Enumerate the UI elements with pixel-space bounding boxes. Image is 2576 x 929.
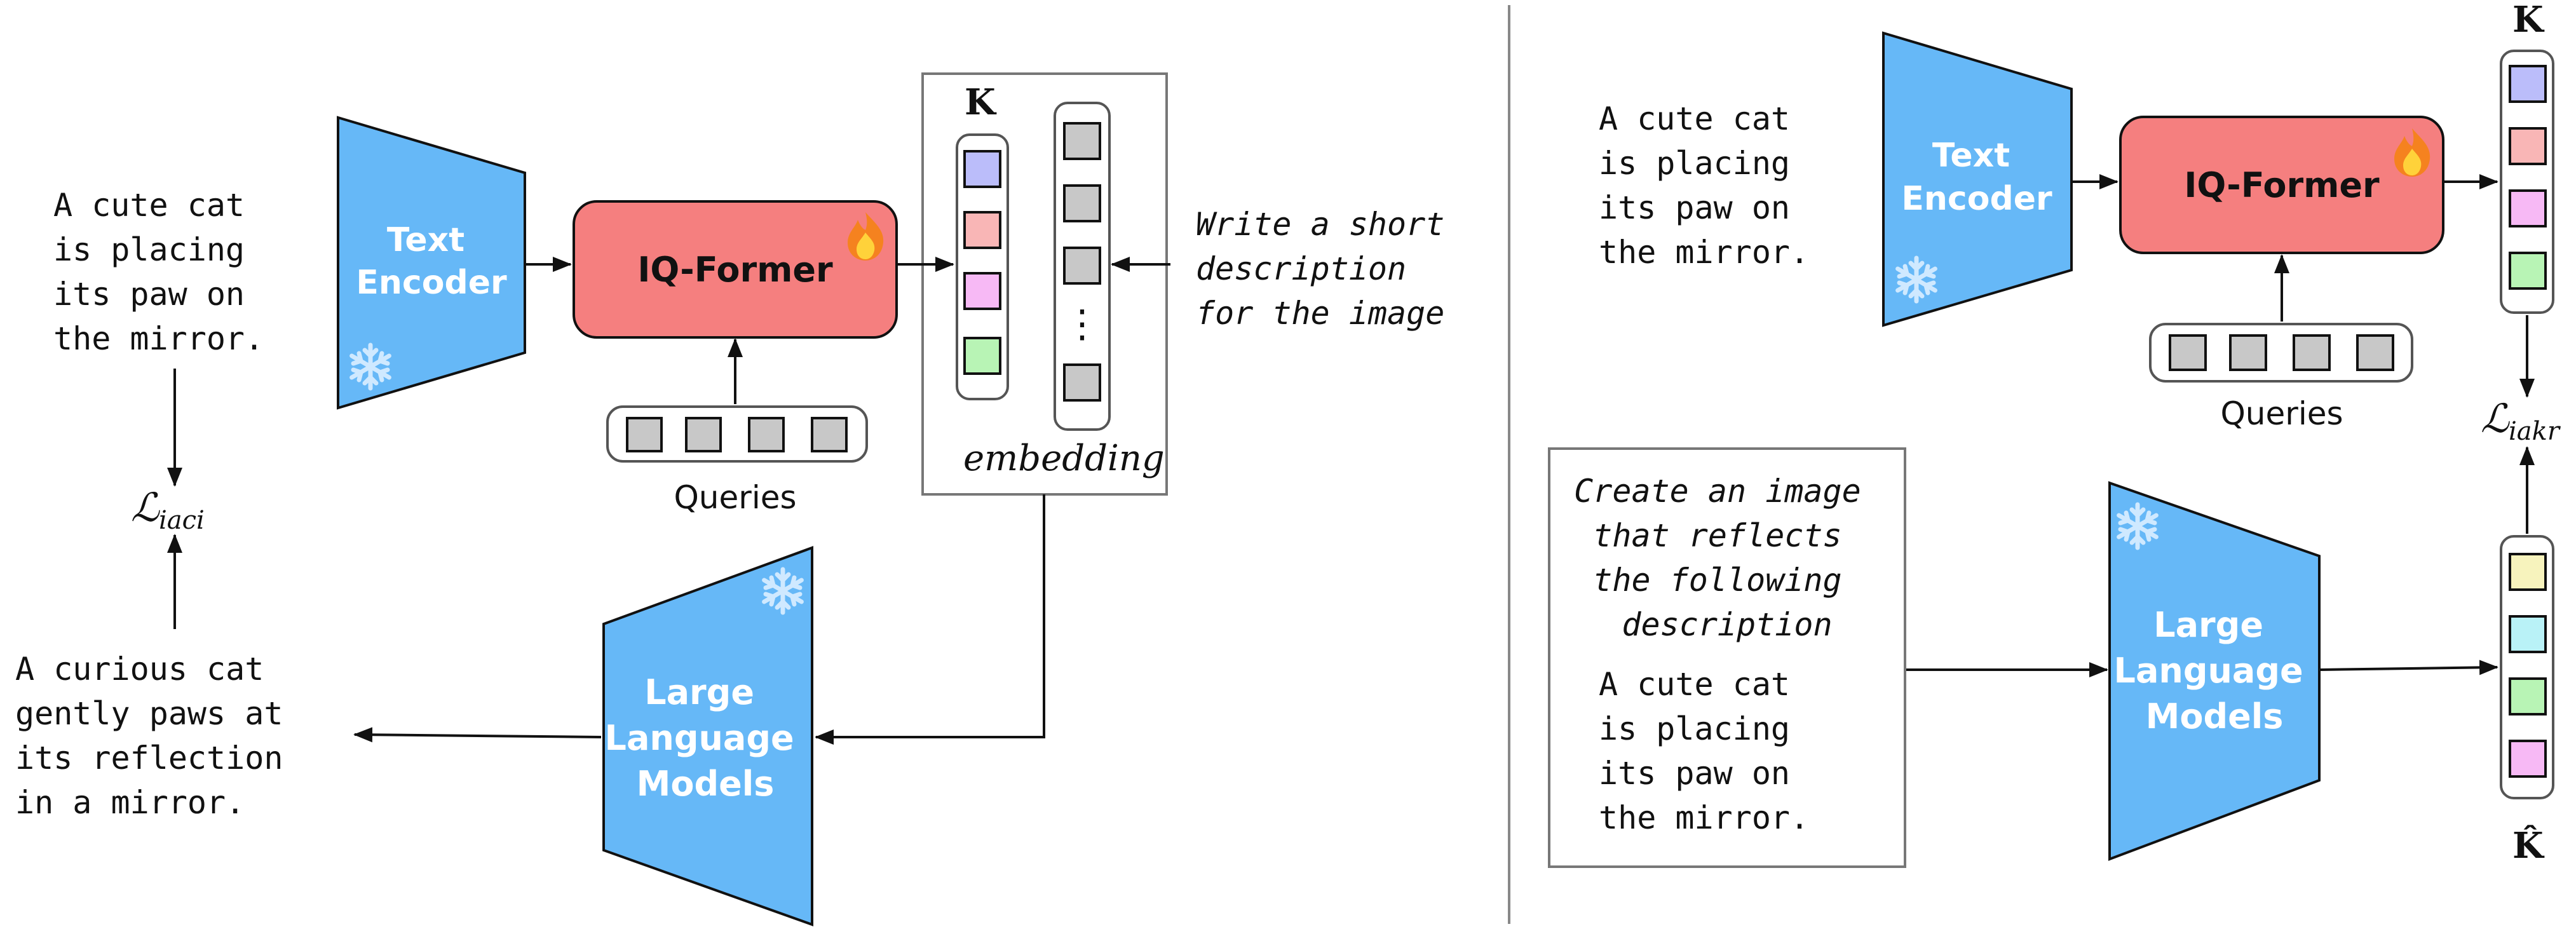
left-output-text: A curious cat gently paws at its reflect… [15,651,302,821]
left-panel: A cute cat is placing its paw on the mir… [15,72,1463,926]
right-loss: ℒ iakr [2481,395,2561,446]
left-input-text: A cute cat is placing its paw on the mir… [53,187,264,357]
svg-text:iakr: iakr [2509,417,2561,446]
right-arrows [1906,174,2535,677]
svg-text:K̂: K̂ [2512,824,2545,867]
svg-text:K: K [965,81,997,123]
svg-text:Text Encoder: Text Encoder [1901,137,2052,218]
left-prompt-text: Write a short description for the image [1196,206,1463,332]
right-iq-former: IQ-Former [2119,116,2444,254]
left-iq-former: IQ-Former [573,200,898,339]
right-panel: A cute cat is placing its paw on the mir… [1548,0,2561,868]
svg-text:A cute cat is placin: A cute cat is placing its paw on the mir… [1599,666,1809,836]
right-input-text: A cute cat is placing its paw on the mir… [1599,100,1809,271]
left-embedding-box: K ⋮ embedding [921,72,1168,496]
left-queries: Queries [606,405,868,516]
svg-text:Text Encoder: Text Encoder [356,221,507,302]
right-k-tokens: K [2500,0,2554,314]
svg-text:Create an image that r: Create an image that reflects the follow… [1574,473,1880,643]
svg-text:Queries: Queries [674,479,796,516]
svg-text:IQ-Former: IQ-Former [2184,165,2380,205]
left-llm: Large Language Models [602,546,813,926]
right-text-encoder: Text Encoder [1882,31,2073,327]
right-k-hat-tokens: K̂ [2500,535,2554,867]
svg-text:K: K [2512,0,2545,41]
svg-text:ℒ: ℒ [2481,395,2510,442]
left-text-encoder: Text Encoder [337,116,526,410]
svg-text:Large Language: Large Language Models [605,672,806,804]
svg-text:Large Language: Large Language Models [2114,605,2315,736]
vertical-ellipsis: ⋮ [1063,302,1101,346]
svg-text:iaci: iaci [159,506,205,535]
svg-text:ℒ: ℒ [131,484,160,531]
right-prompt-box: Create an image that reflects the follow… [1548,447,1906,868]
svg-text:Queries: Queries [2220,395,2343,432]
right-queries: Queries [2149,323,2413,432]
svg-text:embedding: embedding [963,438,1165,479]
left-arrows [167,257,1170,745]
svg-text:IQ-Former: IQ-Former [637,250,833,290]
right-llm: Large Language Models [2108,481,2321,861]
left-loss: ℒ iaci [131,484,205,535]
